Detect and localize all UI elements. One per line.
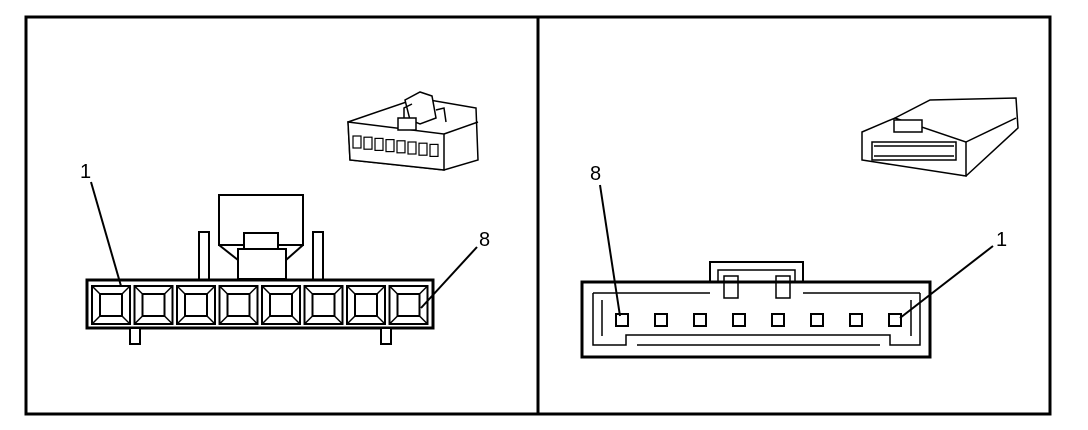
left-pin-cavity <box>91 285 131 325</box>
right-pin1-label: 1 <box>996 229 1007 251</box>
left-thumbnail-cavities <box>352 135 439 157</box>
right-pin1-leader <box>899 245 994 319</box>
right-panel: 8 1 <box>580 97 1019 359</box>
left-thumbnail-cavity <box>407 141 417 155</box>
right-connector-thumbnail <box>861 97 1019 177</box>
left-pin-cavities <box>91 285 429 325</box>
left-thumbnail-cavity <box>352 135 362 149</box>
left-pin-cavity <box>346 285 386 325</box>
left-connector-thumbnail <box>347 91 479 171</box>
right-connector-body <box>580 261 932 359</box>
left-pin-cavity <box>261 285 301 325</box>
left-panel: 1 8 <box>80 91 490 345</box>
right-pin-cavity <box>732 313 746 327</box>
right-pin-cavity <box>693 313 707 327</box>
left-pin-cavity <box>133 285 174 325</box>
left-pin1-label: 1 <box>80 161 91 183</box>
left-thumbnail-cavity <box>374 137 384 151</box>
left-pin-cavity <box>303 285 344 325</box>
right-pin-cavity <box>849 313 863 327</box>
left-thumbnail-cavity <box>385 139 395 153</box>
right-pin-cavity <box>771 313 785 327</box>
left-pin1-leader <box>90 181 122 287</box>
left-thumbnail-cavity <box>396 140 406 154</box>
left-pin-cavity <box>176 285 216 325</box>
left-pin8-leader <box>420 246 478 309</box>
left-thumbnail-cavity <box>429 143 439 157</box>
left-pin8-label: 8 <box>479 229 490 251</box>
left-pin-cavity <box>218 285 259 325</box>
right-pin8-leader <box>599 184 621 317</box>
right-pin-cavities <box>615 313 902 327</box>
left-pin-cavity <box>388 285 429 325</box>
right-pin-cavity <box>654 313 668 327</box>
left-thumbnail-cavity <box>418 142 428 156</box>
right-pin-cavity <box>810 313 824 327</box>
right-pin-cavity <box>615 313 629 327</box>
right-pin8-label: 8 <box>590 163 601 185</box>
left-thumbnail-cavity <box>363 136 373 150</box>
right-pin-cavity <box>888 313 902 327</box>
